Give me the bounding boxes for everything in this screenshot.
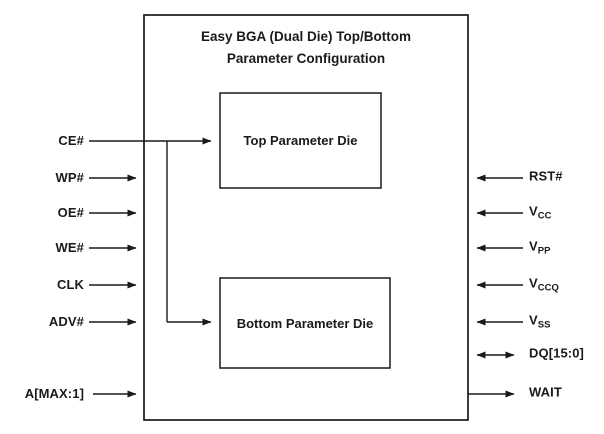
pin-label-vcc: VCC (529, 204, 552, 221)
pin-label-wait-text: WAIT (529, 384, 562, 400)
pin-label-vccq-text: V (529, 275, 538, 291)
diagram-title-line1: Easy BGA (Dual Die) Top/Bottom (200, 29, 411, 44)
pin-label-dq-text: DQ[15:0] (529, 345, 584, 361)
bottom-die-box (219, 277, 391, 369)
pin-label-vccq-sub: CCQ (537, 282, 559, 294)
diagram-title-line2: Parameter Configuration (226, 51, 386, 66)
pin-label-vccq: VCCQ (529, 276, 559, 293)
pin-label-vpp-sub: PP (537, 245, 551, 257)
pin-label-dq: DQ[15:0] (529, 346, 584, 363)
top-die-box (219, 92, 382, 189)
top-die-label: Top Parameter Die (243, 133, 358, 148)
pin-label-amax: A[MAX:1] (24, 386, 84, 402)
pin-label-vcc-text: V (529, 203, 538, 219)
pin-label-clk: CLK (56, 277, 84, 293)
pin-label-vss-sub: SS (537, 319, 551, 331)
pin-label-we: WE# (55, 240, 84, 256)
pin-label-oe: OE# (57, 205, 84, 221)
pin-label-vss: VSS (529, 313, 550, 330)
diagram-title: Easy BGA (Dual Die) Top/Bottom Parameter… (144, 26, 468, 70)
pin-label-vss-text: V (529, 312, 538, 328)
pin-label-vcc-sub: CC (537, 210, 552, 222)
pin-label-wait: WAIT (529, 385, 562, 402)
pin-label-rst: RST# (529, 169, 563, 186)
pin-label-vpp: VPP (529, 239, 550, 256)
pin-label-rst-text: RST# (529, 168, 563, 184)
pin-label-vpp-text: V (529, 238, 538, 254)
pin-label-adv: ADV# (48, 314, 84, 330)
pin-label-wp: WP# (55, 170, 84, 186)
pin-label-ce: CE# (58, 133, 84, 149)
bottom-die-label: Bottom Parameter Die (236, 315, 374, 331)
chip-outline-box (143, 14, 469, 421)
